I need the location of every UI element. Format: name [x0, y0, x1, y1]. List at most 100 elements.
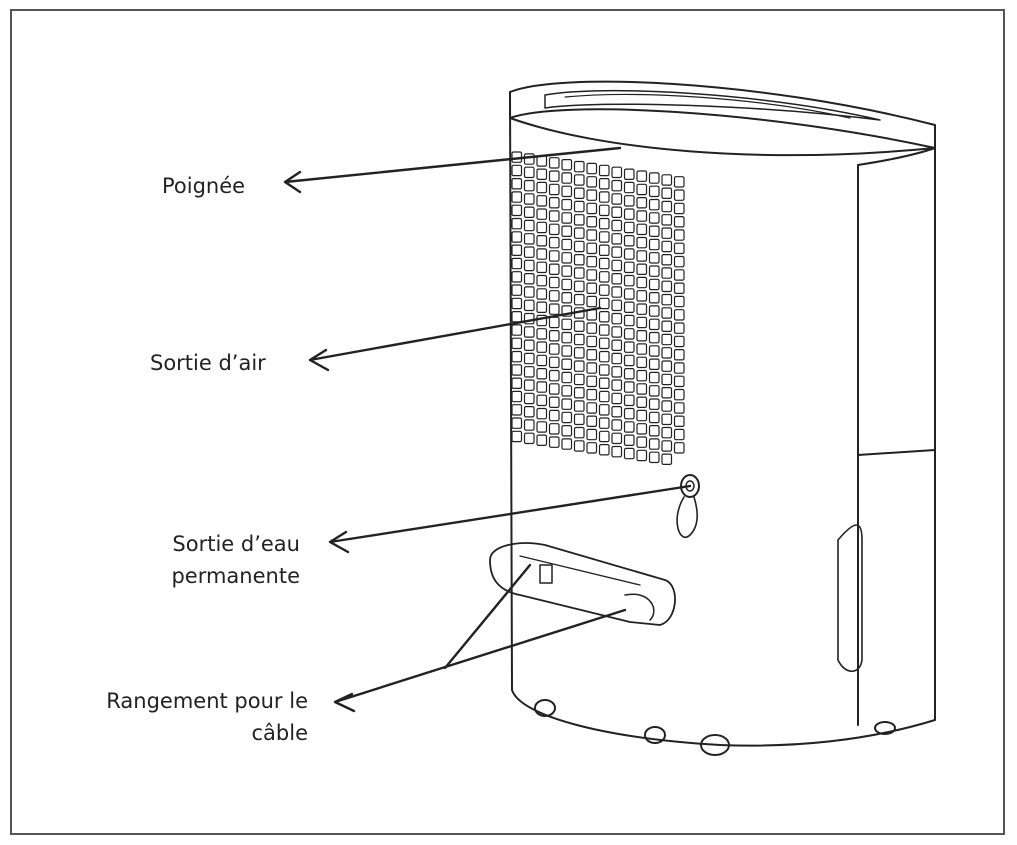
grille-cell	[598, 191, 610, 203]
grille-cell	[611, 379, 623, 391]
grille-cell	[523, 233, 535, 245]
grille-cell	[636, 330, 648, 342]
grille-cell	[598, 257, 610, 270]
arrow-cable-storage-a	[443, 563, 532, 670]
grille-cell	[561, 398, 573, 410]
grille-cell	[623, 354, 635, 367]
grille-cell	[561, 371, 573, 384]
grille-cell	[611, 299, 623, 312]
grille-cell	[548, 369, 560, 382]
grille-cell	[586, 428, 598, 441]
grille-cell	[511, 377, 523, 390]
grille-cell	[573, 214, 585, 226]
grille-cell	[511, 244, 523, 257]
grille-cell	[511, 231, 523, 243]
grille-cell	[648, 198, 660, 211]
grille-cell	[598, 444, 610, 456]
grille-cell	[636, 197, 648, 209]
figure-frame	[10, 9, 1005, 835]
grille-cell	[661, 426, 673, 439]
grille-cell	[648, 345, 660, 357]
grille-cell	[623, 421, 635, 433]
grille-cell	[598, 271, 610, 283]
grille-cell	[561, 425, 573, 437]
grille-cell	[636, 236, 648, 249]
grille-cell	[536, 394, 548, 407]
grille-cell	[586, 229, 598, 241]
grille-cell	[611, 166, 623, 179]
grille-cell	[661, 333, 673, 346]
grille-cell	[548, 383, 560, 395]
grille-cell	[611, 259, 623, 272]
grille-cell	[661, 453, 673, 466]
grille-cell	[636, 449, 648, 462]
grille-cell	[598, 164, 610, 177]
grille-cell	[673, 229, 685, 241]
grille-cell	[673, 402, 685, 414]
grille-cell	[661, 373, 673, 386]
grille-cell	[623, 328, 635, 340]
grille-cell	[636, 316, 648, 329]
grille-cell	[586, 162, 598, 175]
grille-cell	[623, 221, 635, 234]
grille-cell	[661, 360, 673, 372]
grille-cell	[598, 311, 610, 323]
grille-cell	[548, 183, 560, 196]
grille-cell	[523, 193, 535, 205]
grille-cell	[523, 286, 535, 298]
grille-cell	[623, 447, 635, 460]
grille-cell	[623, 208, 635, 220]
grille-cell	[573, 373, 585, 386]
grille-cell	[536, 181, 548, 194]
body-outline	[509, 91, 936, 747]
grille-cell	[523, 392, 535, 405]
grille-cell	[623, 301, 635, 314]
grille-cell	[636, 290, 648, 302]
grille-cell	[636, 409, 648, 422]
grille-cell	[561, 265, 573, 277]
grille-cell	[623, 235, 635, 247]
grille-cell	[673, 349, 685, 361]
grille-cell	[511, 217, 523, 230]
grille-cell	[636, 423, 648, 435]
grille-cell	[598, 204, 610, 217]
grille-cell	[548, 210, 560, 222]
grille-cell	[636, 303, 648, 315]
water-outlet-clip	[676, 496, 699, 538]
grille-cell	[673, 269, 685, 281]
grille-cell	[561, 292, 573, 304]
grille-cell	[611, 179, 623, 192]
grille-cell	[586, 375, 598, 388]
grille-cell	[648, 238, 660, 251]
grille-cell	[573, 240, 585, 253]
grille-cell	[523, 432, 535, 445]
grille-cell	[511, 417, 523, 429]
grille-cell	[611, 419, 623, 431]
grille-cell	[598, 244, 610, 257]
grille-cell	[523, 326, 535, 338]
grille-cell	[536, 381, 548, 393]
grille-cell	[511, 191, 523, 203]
grille-cell	[661, 320, 673, 333]
grille-cell	[511, 284, 523, 296]
foot	[700, 734, 730, 756]
grille-cell	[586, 295, 598, 308]
grille-cell	[511, 404, 523, 416]
grille-cell	[623, 261, 635, 274]
label-cable-storage-line1: Rangement pour le	[106, 689, 308, 713]
grille-cell	[673, 282, 685, 295]
arrow-air-outlet	[308, 306, 602, 372]
grille-cell	[536, 288, 548, 300]
grille-cell	[561, 225, 573, 238]
grille-cell	[598, 350, 610, 363]
grille-cell	[536, 274, 548, 287]
grille-cell	[611, 246, 623, 258]
grille-cell	[573, 333, 585, 346]
grille-cell	[661, 214, 673, 226]
grille-cell	[548, 170, 560, 182]
grille-cell	[586, 415, 598, 428]
grille-cell	[611, 339, 623, 352]
grille-cell	[598, 417, 610, 429]
grille-cell	[548, 290, 560, 302]
